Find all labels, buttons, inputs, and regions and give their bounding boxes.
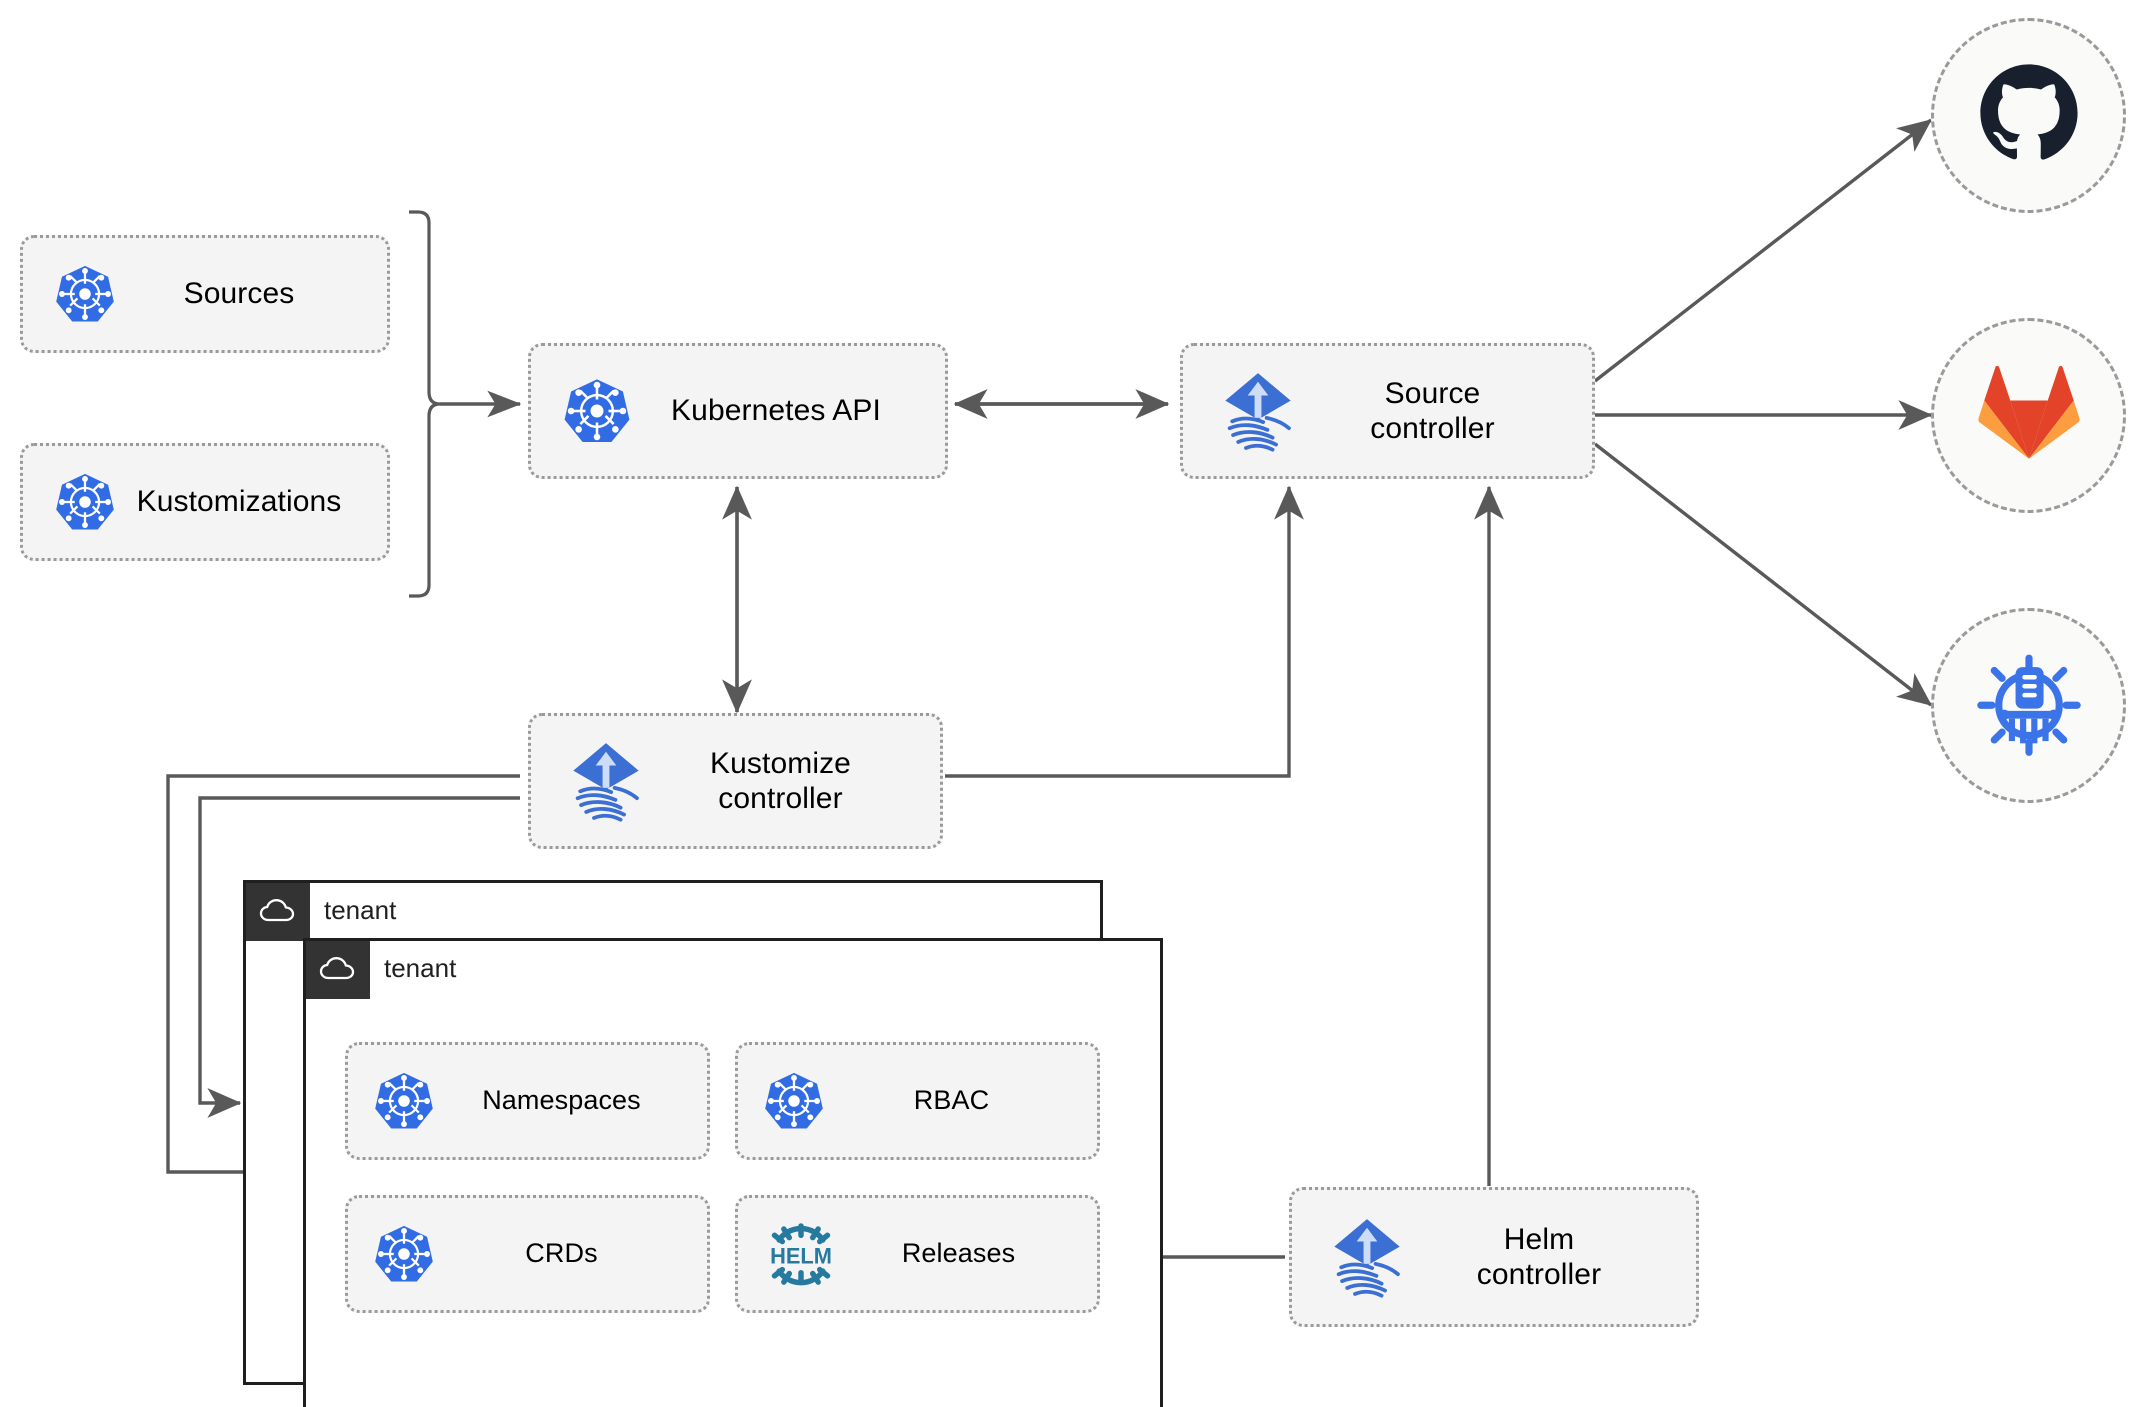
provider-github[interactable]	[1931, 18, 2126, 213]
helm-repository-icon	[1973, 647, 2085, 764]
node-label: Namespaces	[482, 1085, 641, 1116]
node-kustomize-controller[interactable]: Kustomize controller	[528, 713, 943, 849]
node-rbac[interactable]: RBAC	[735, 1042, 1100, 1160]
node-label: Kubernetes API	[671, 394, 881, 428]
edge-source-to-helmrepo	[1593, 442, 1933, 707]
node-kubernetes-api[interactable]: Kubernetes API	[528, 343, 948, 479]
cloud-icon	[246, 883, 310, 941]
node-sources[interactable]: Sources	[20, 235, 390, 353]
kubernetes-icon	[372, 1222, 436, 1286]
provider-gitlab[interactable]	[1931, 318, 2126, 513]
node-kustomizations[interactable]: Kustomizations	[20, 443, 390, 561]
flux-icon	[1324, 1214, 1410, 1300]
edge-inputs-bracket	[409, 210, 441, 598]
edge-kustomize-to-source	[945, 485, 1304, 778]
node-label: RBAC	[913, 1085, 990, 1116]
tenant-box-front: tenant	[303, 938, 1163, 1407]
kubernetes-icon	[372, 1069, 436, 1133]
node-label: CRDs	[525, 1238, 598, 1269]
edge-source-to-github	[1593, 118, 1933, 383]
node-label: Kustomize controller	[710, 746, 851, 815]
node-releases[interactable]: HELM Releases	[735, 1195, 1100, 1313]
node-label: Sources	[183, 277, 295, 311]
node-helm-controller[interactable]: Helm controller	[1289, 1187, 1699, 1327]
svg-text:HELM: HELM	[770, 1243, 832, 1268]
node-source-controller[interactable]: Source controller	[1180, 343, 1595, 479]
helm-icon: HELM	[762, 1215, 840, 1293]
kubernetes-icon	[561, 375, 633, 447]
kubernetes-icon	[762, 1069, 826, 1133]
node-label: Releases	[901, 1238, 1016, 1269]
node-namespaces[interactable]: Namespaces	[345, 1042, 710, 1160]
flux-icon	[563, 738, 649, 824]
node-crds[interactable]: CRDs	[345, 1195, 710, 1313]
cloud-icon	[306, 941, 370, 999]
node-label: Source controller	[1370, 376, 1495, 445]
provider-helm-repository[interactable]	[1931, 608, 2126, 803]
node-label: Helm controller	[1476, 1222, 1602, 1291]
gitlab-icon	[1977, 363, 2081, 468]
github-icon	[1975, 59, 2083, 172]
flux-icon	[1215, 368, 1301, 454]
kubernetes-icon	[53, 262, 117, 326]
kubernetes-icon	[53, 470, 117, 534]
node-label: Kustomizations	[136, 485, 342, 519]
tenant-label: tenant	[324, 895, 397, 925]
tenant-label: tenant	[384, 953, 457, 983]
